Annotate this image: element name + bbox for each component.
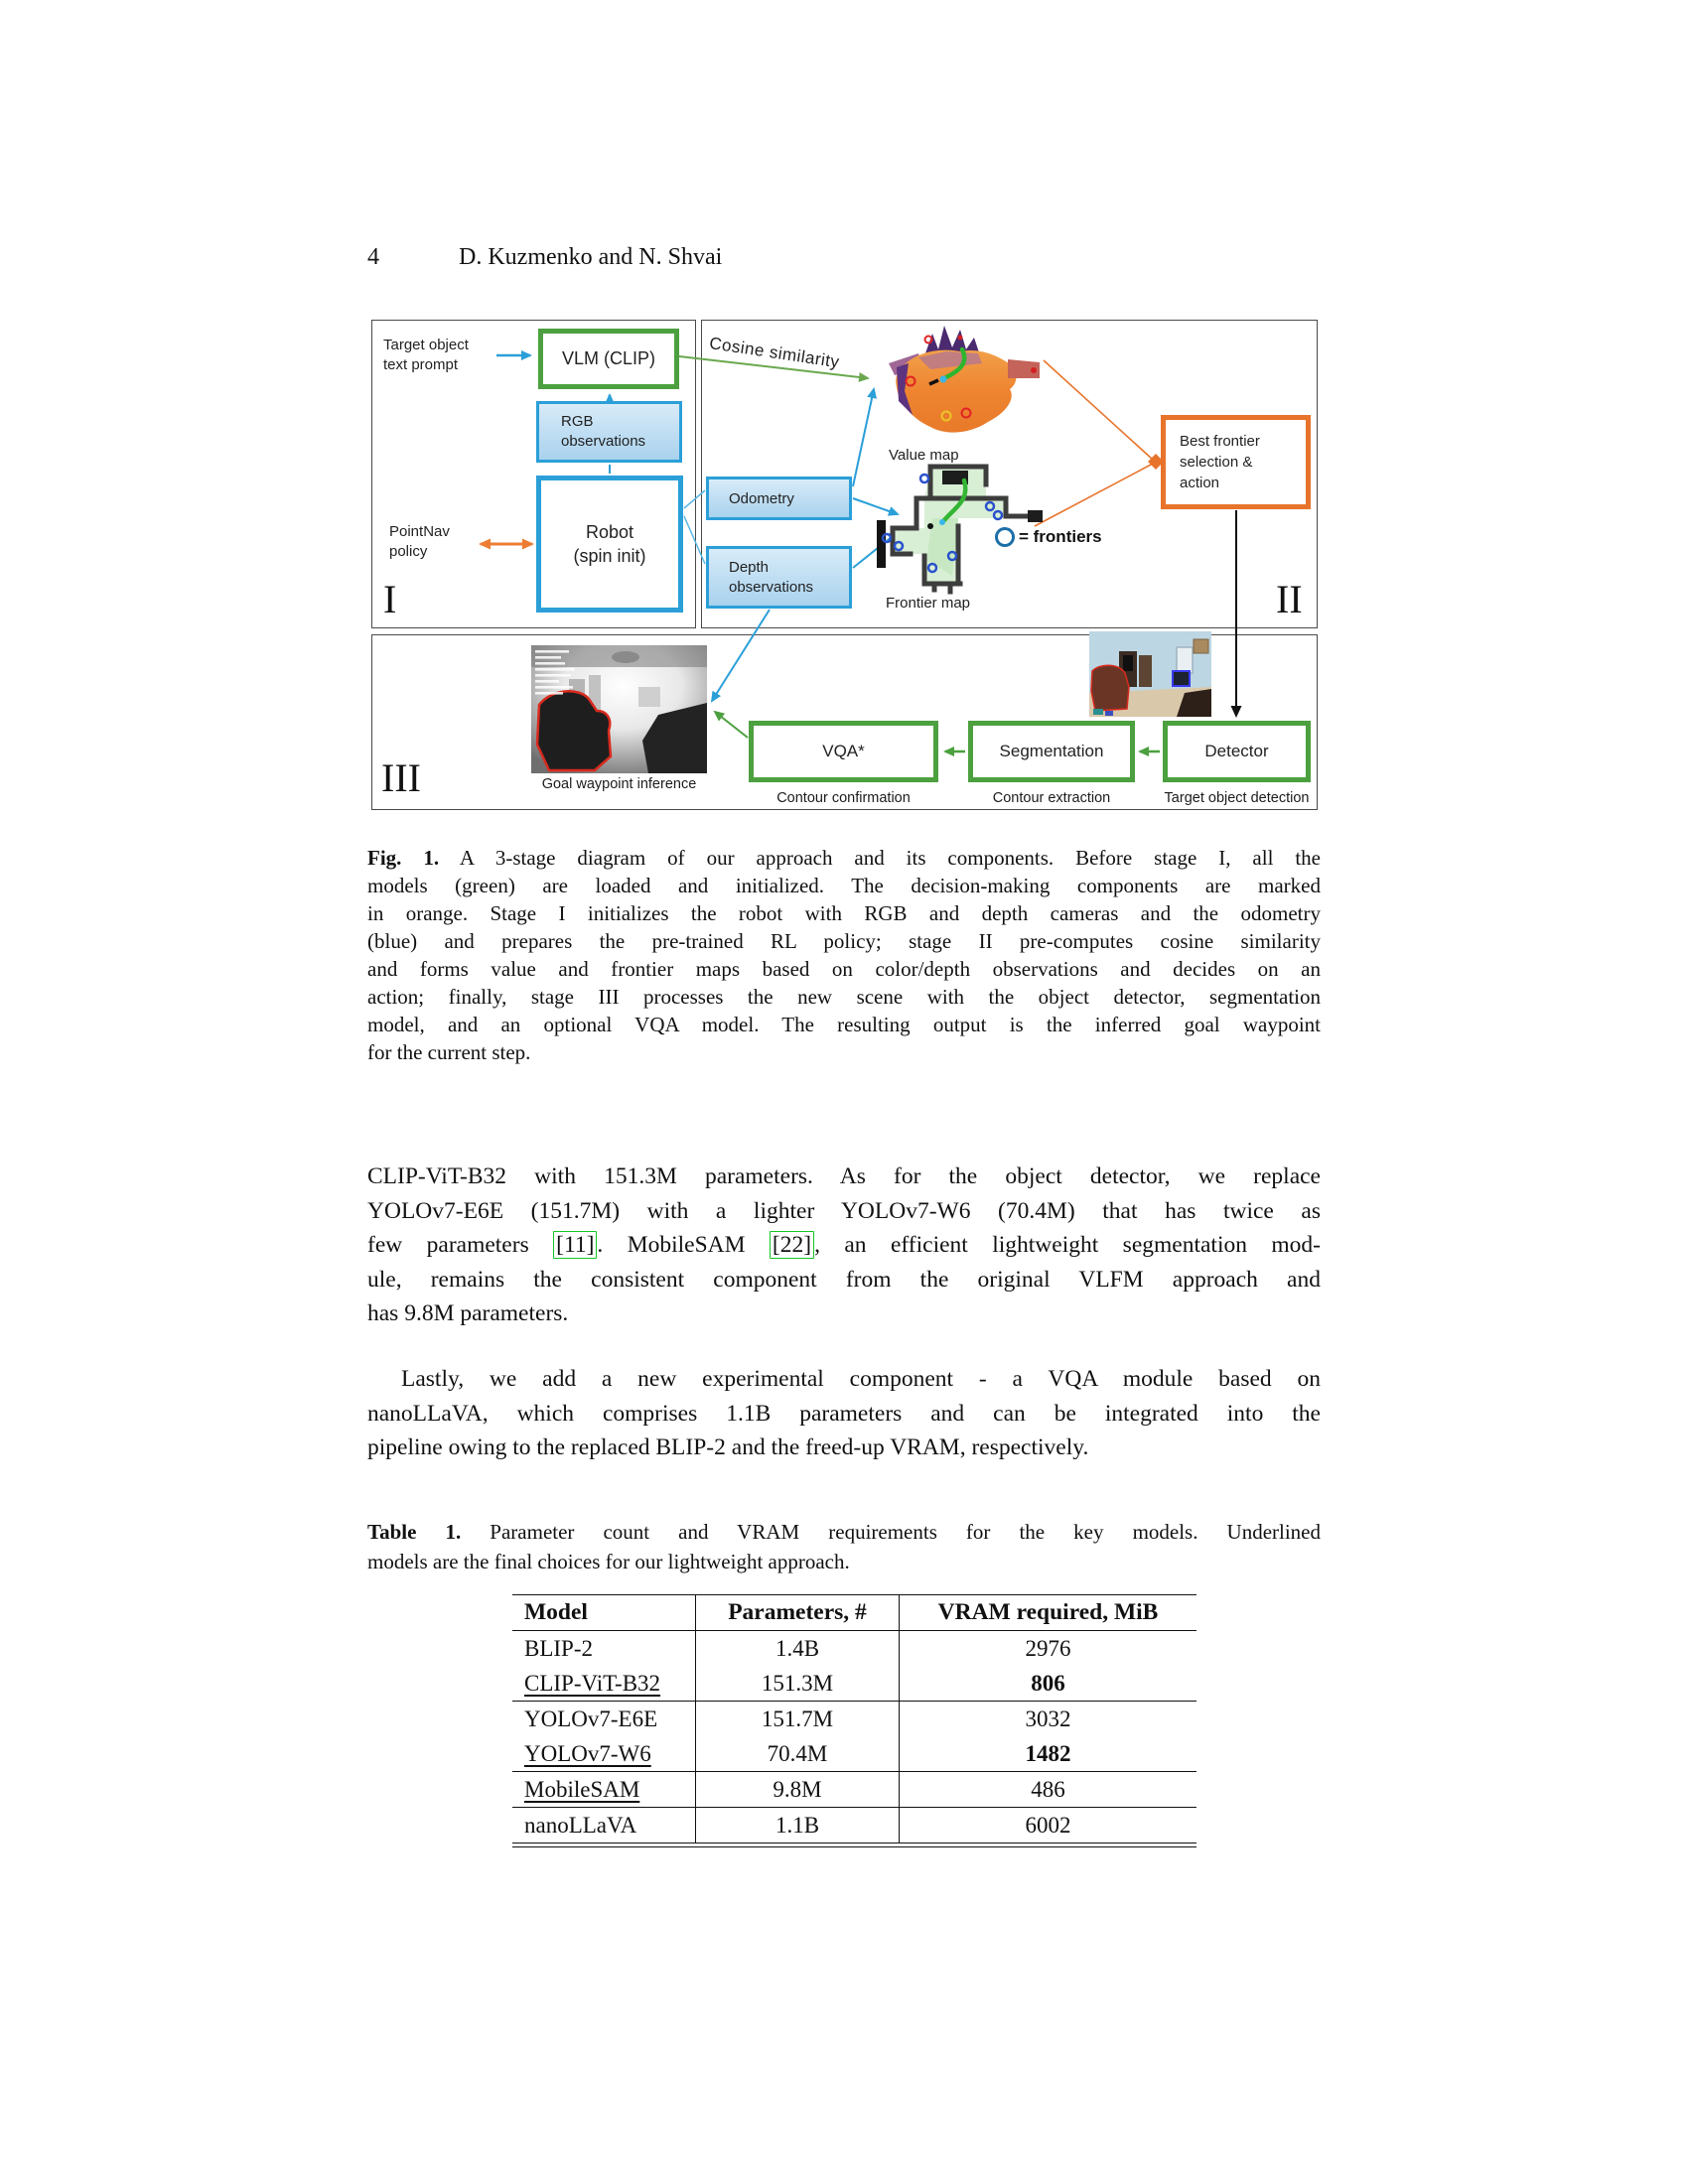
goal-waypoint-label: Goal waypoint inference <box>541 776 697 792</box>
table-row: YOLOv7-W6 70.4M 1482 <box>512 1736 1196 1772</box>
table-row: BLIP-2 1.4B 2976 <box>512 1630 1196 1666</box>
body-line: YOLOv7-E6E (151.7M) with a lighter YOLOv… <box>367 1197 1321 1224</box>
rgb-observations-box: RGB observations <box>536 401 682 463</box>
page-number: 4 <box>367 244 379 270</box>
body-line: ule, remains the consistent component fr… <box>367 1266 1321 1293</box>
table-row: MobileSAM 9.8M 486 <box>512 1771 1196 1808</box>
table-row: nanoLLaVA 1.1B 6002 <box>512 1807 1196 1843</box>
table-row: YOLOv7-E6E 151.7M 3032 <box>512 1701 1196 1736</box>
vqa-box: VQA* <box>749 721 938 782</box>
body-line: Lastly, we add a new experimental compon… <box>401 1366 1321 1392</box>
robot-box: Robot (spin init) <box>536 476 683 613</box>
citation-22[interactable]: [22] <box>769 1231 815 1259</box>
col-header-vram: VRAM required, MiB <box>937 1599 1159 1625</box>
body-paragraph-1: CLIP-ViT-B32 with 151.3M parameters. As … <box>367 1160 1321 1331</box>
frontier-map-label: Frontier map <box>886 595 971 612</box>
caption-line: (blue) and prepares the pre-trained RL p… <box>367 929 1321 953</box>
body-line: nanoLLaVA, which comprises 1.1B paramete… <box>367 1400 1321 1427</box>
stage-1-numeral: I <box>383 577 397 621</box>
caption-line: models (green) are loaded and initialize… <box>367 874 1321 897</box>
table-1: Model Parameters, # VRAM required, MiB B… <box>512 1594 1196 1847</box>
vlm-clip-box: VLM (CLIP) <box>538 329 679 389</box>
col-header-parameters: Parameters, # <box>695 1594 900 1631</box>
citation-11[interactable]: [11] <box>553 1231 598 1259</box>
target-prompt-label: Target object text prompt <box>383 337 469 373</box>
segmentation-box: Segmentation <box>968 721 1135 782</box>
table-header-row: Model Parameters, # VRAM required, MiB <box>512 1594 1196 1631</box>
body-line: CLIP-ViT-B32 with 151.3M parameters. As … <box>367 1163 1321 1189</box>
body-line: pipeline owing to the replaced BLIP-2 an… <box>367 1434 1089 1460</box>
caption-line: action; finally, stage III processes the… <box>367 985 1321 1009</box>
body-line: few parameters [11]. MobileSAM [22], an … <box>367 1231 1321 1259</box>
detector-sublabel: Target object detection <box>1164 790 1310 806</box>
caption-line: in orange. Stage I initializes the robot… <box>367 901 1321 925</box>
body-paragraph-2: Lastly, we add a new experimental compon… <box>367 1362 1321 1465</box>
pointnav-policy-label: PointNav policy <box>389 523 450 560</box>
frontiers-legend: = frontiers <box>995 527 1102 547</box>
caption-line: for the current step. <box>367 1040 531 1064</box>
frontier-ring-icon <box>995 527 1015 547</box>
running-title: D. Kuzmenko and N. Shvai <box>459 244 723 270</box>
caption-line: and forms value and frontier maps based … <box>367 957 1321 981</box>
figure-1: Target object text prompt VLM (CLIP) RGB… <box>371 320 1318 810</box>
value-map-label: Value map <box>889 447 959 464</box>
table-caption-tag: Table 1. <box>367 1520 462 1544</box>
figure-caption-tag: Fig. 1. <box>367 846 440 870</box>
segmentation-sublabel: Contour extraction <box>992 790 1111 806</box>
depth-observations-box: Depth observations <box>706 546 852 609</box>
stage-3-numeral: III <box>381 755 421 800</box>
body-line: has 9.8M parameters. <box>367 1300 569 1326</box>
detector-box: Detector <box>1163 721 1311 782</box>
odometry-box: Odometry <box>706 477 852 520</box>
figure-caption: Fig. 1. A 3-stage diagram of our approac… <box>367 846 1321 1064</box>
caption-line: model, and an optional VQA model. The re… <box>367 1013 1321 1036</box>
table-row: CLIP-ViT-B32 151.3M 806 <box>512 1666 1196 1702</box>
best-frontier-box: Best frontier selection & action <box>1161 415 1311 509</box>
table-caption: Table 1. Parameter count and VRAM requir… <box>367 1520 1322 1573</box>
vqa-sublabel: Contour confirmation <box>776 790 911 806</box>
stage-2-numeral: II <box>1276 577 1303 621</box>
col-header-model: Model <box>512 1594 696 1631</box>
